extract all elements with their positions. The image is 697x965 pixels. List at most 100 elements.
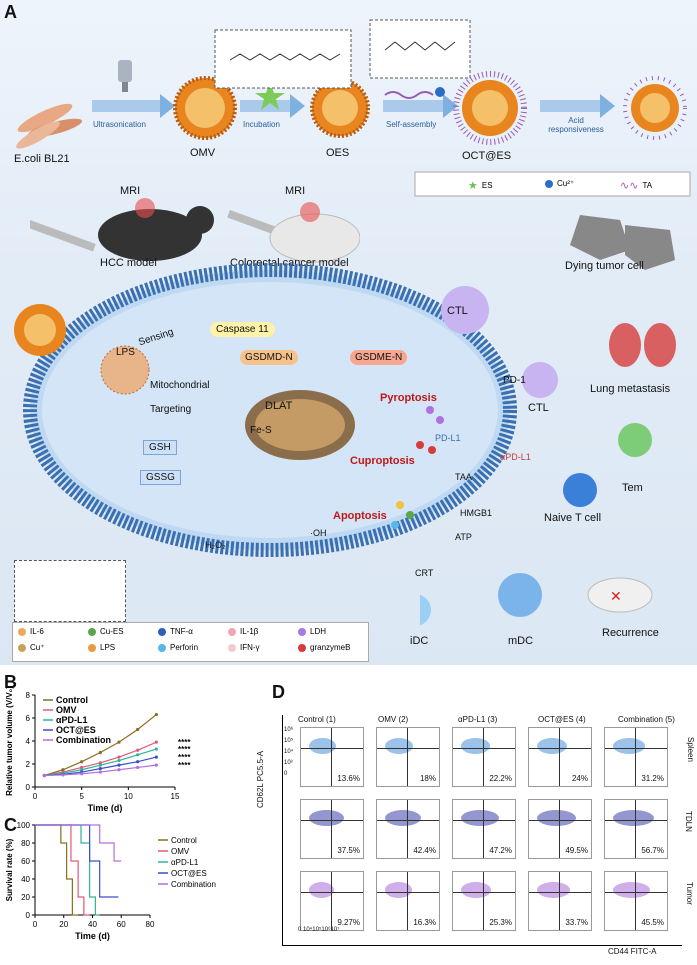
label-tem: Tem [622,482,643,494]
x-tick-label: 15 [171,792,180,801]
legend-cu: Cu²⁺ [545,179,574,188]
facs-plot: 25.3% [452,871,516,931]
ta-wave-icon [384,91,434,99]
label-mito: Mitochondrial [150,380,210,391]
data-point [98,763,102,767]
star-icon: ★ [468,180,478,192]
legend-label: αPD-L1 [56,715,88,725]
probe-icon [118,60,132,92]
data-point [154,755,158,759]
gate-vertical [635,800,636,858]
y-axis-label: CD62L PC5.5-A [256,750,266,809]
step-self-assembly: Self-assembly [386,120,437,129]
population-contour [385,810,422,826]
x-tick-label: 0 10⁴10⁵10⁶10⁷ [298,927,340,933]
data-point [61,768,65,772]
y-axis-label: Survival rate (%) [5,838,14,901]
gate-percentage: 37.5% [337,846,360,855]
label-idc: iDC [410,635,429,647]
legend-label: Combination [56,735,111,745]
population-contour [461,738,491,754]
octes-icon [453,71,527,145]
y-tick-label: 10³ [284,760,293,766]
label-h2o2: H₂O₂ [205,540,226,550]
x-tick-label: 5 [79,792,84,801]
population-contour [309,810,344,826]
survival-line [35,824,100,916]
facs-plot: 56.7% [604,799,668,859]
legend-ta: ∿∿TA [620,180,653,192]
oes-icon [310,78,370,138]
label-gsdme: GSDME-N [350,350,408,365]
facs-plot: 42.4% [376,799,440,859]
data-point [154,712,158,717]
y-tick-label: 40 [21,875,30,884]
y-tick-label: 0 [26,783,31,792]
step-incubation: Incubation [243,120,280,129]
es-star-icon [255,82,285,110]
legend-dot-icon [228,643,236,652]
population-contour [537,738,567,754]
data-point [136,748,140,752]
legend-label: TNF-α [170,627,193,636]
es-structure-box [214,29,352,89]
label-pd1: PD-1 [503,375,526,386]
y-tick-label: 0 [26,911,31,920]
label-fes: Fe-S [250,425,272,436]
legend-label: IL-1β [240,627,259,636]
legend-label: OCT@ES [171,869,207,878]
gate-horizontal [301,748,363,749]
legend-label: Control [56,695,88,705]
gate-percentage: 25.3% [489,918,512,927]
column-header: αPD-L1 (3) [458,715,498,724]
y-tick-label: 60 [21,857,30,866]
gate-percentage: 49.5% [565,846,588,855]
column-header: Control (1) [298,715,336,724]
gate-vertical [407,728,408,786]
label-caspase: Caspase 11 [210,322,275,337]
panel-b-letter: B [4,672,17,692]
label-gsdmd: GSDMD-N [240,350,298,365]
y-axis-label: Relative tumor volume (V/V₀) [5,686,14,796]
legend-label: Cu⁺ [30,643,45,652]
data-point [154,740,158,744]
x-tick-label: 0 [33,792,38,801]
label-atp: ATP [455,532,472,542]
data-point [136,765,140,770]
facs-plot: 31.2% [604,727,668,787]
x-tick-label: 40 [88,920,97,929]
legend-label: Combination [171,880,216,889]
label-crt: CRT [415,568,434,578]
column-header: OMV (2) [378,715,409,724]
step-ultrasonication: Ultrasonication [93,120,146,129]
gate-percentage: 16.3% [413,918,436,927]
step-acid: Acid responsiveness [548,116,604,134]
legend-label: OCT@ES [56,725,96,735]
x-axis-arrow [282,945,682,946]
panel-c-letter: C [4,815,17,835]
arrow-1 [92,94,175,118]
data-point [98,750,102,755]
label-gssg: GSSG [140,470,181,485]
gate-horizontal [605,892,667,893]
legend-dot-icon [88,643,96,652]
gate-horizontal [301,820,363,821]
facs-plot: 24% [528,727,592,787]
population-contour [309,882,335,898]
gate-horizontal [529,748,591,749]
facs-plot: 9.27% [300,871,364,931]
gate-horizontal [377,820,439,821]
y-tick-label: 20 [21,893,30,902]
label-hcc: HCC model [100,257,157,269]
gate-percentage: 24% [571,774,588,783]
legend-label: granzymeB [310,643,351,652]
legend-bottom-box [12,622,369,662]
data-point [98,761,102,765]
label-targeting: Targeting [150,404,192,415]
data-point [117,740,121,744]
x-tick-label: 80 [146,920,155,929]
label-pdl1: PD-L1 [435,433,461,443]
gate-percentage: 22.2% [489,774,512,783]
